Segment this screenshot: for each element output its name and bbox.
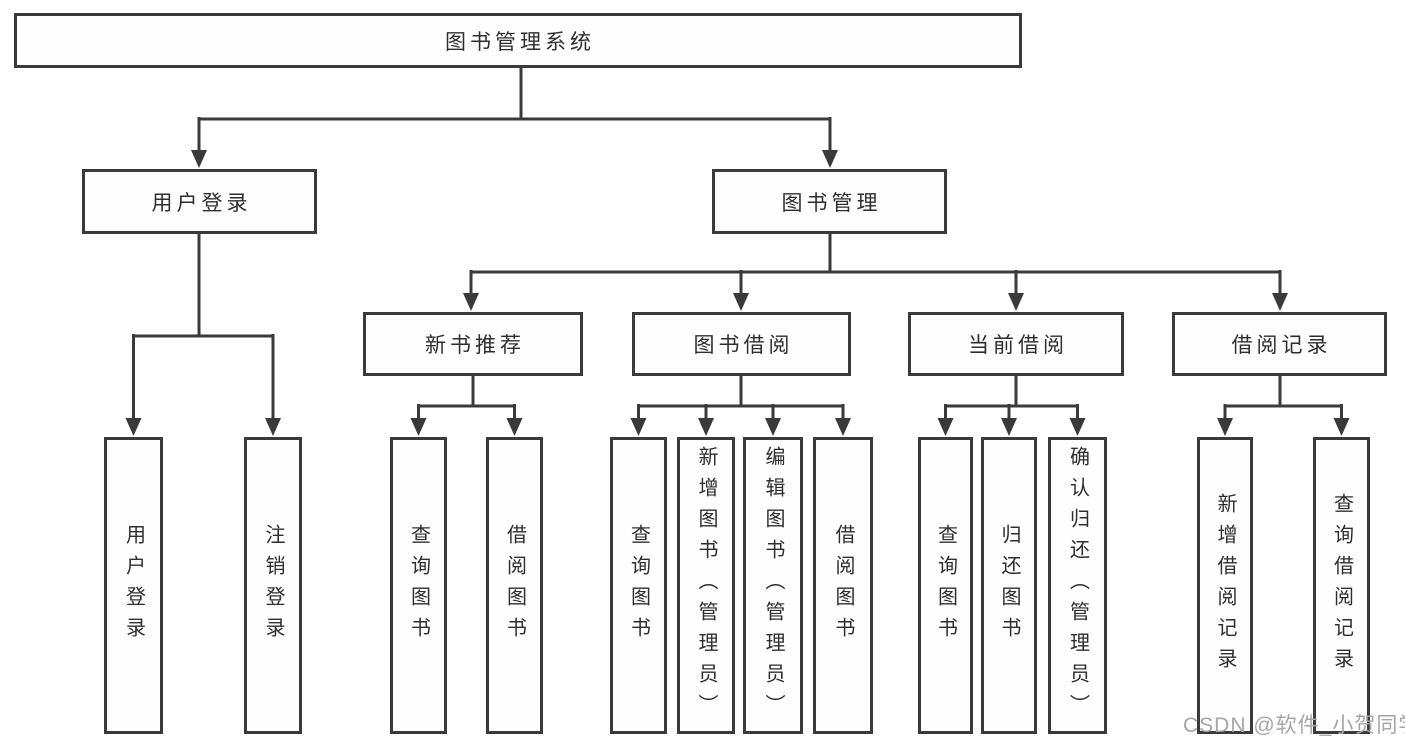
leaf-current-query-books: 查询图书 <box>918 437 973 734</box>
leaf-newrec-borrow-books-label: 借阅图书 <box>503 523 526 648</box>
leaf-user-login: 用户登录 <box>104 437 163 734</box>
node-root: 图书管理系统 <box>14 13 1022 68</box>
leaf-current-confirm-return-admin: 确认归还（管理员） <box>1048 437 1107 734</box>
leaf-records-add-record-label: 新增借阅记录 <box>1214 492 1236 679</box>
leaf-logout: 注销登录 <box>244 437 302 734</box>
node-user-login-label: 用户登录 <box>151 191 252 215</box>
leaf-user-login-label: 用户登录 <box>122 523 145 648</box>
leaf-current-confirm-return-admin-label: 确认归还（管理员） <box>1066 446 1089 725</box>
node-new-book-recommend-label: 新书推荐 <box>425 334 525 357</box>
node-current-borrow-label: 当前借阅 <box>968 334 1068 357</box>
node-borrow-records: 借阅记录 <box>1172 312 1387 376</box>
csdn-watermark: CSDN @软件_小贺同学 <box>1183 714 1405 737</box>
node-book-management: 图书管理 <box>712 169 947 234</box>
leaf-newrec-borrow-books: 借阅图书 <box>486 437 543 734</box>
leaf-borrow-query-books: 查询图书 <box>610 437 667 734</box>
node-borrow-records-label: 借阅记录 <box>1231 334 1332 357</box>
leaf-borrow-borrow-books: 借阅图书 <box>813 437 873 734</box>
leaf-newrec-query-books-label: 查询图书 <box>407 523 430 648</box>
leaf-borrow-borrow-books-label: 借阅图书 <box>832 523 854 648</box>
leaf-current-return-books: 归还图书 <box>981 437 1037 734</box>
leaf-current-return-books-label: 归还图书 <box>998 523 1020 648</box>
leaf-borrow-add-books-admin-label: 新增图书（管理员） <box>695 446 717 725</box>
leaf-borrow-add-books-admin: 新增图书（管理员） <box>677 437 735 734</box>
leaf-records-query-record: 查询借阅记录 <box>1313 437 1370 734</box>
leaf-newrec-query-books: 查询图书 <box>390 437 447 734</box>
node-book-management-label: 图书管理 <box>781 191 882 215</box>
arrowheads <box>125 150 1350 436</box>
node-root-label: 图书管理系统 <box>445 30 595 54</box>
leaf-current-query-books-label: 查询图书 <box>934 523 957 648</box>
leaf-records-add-record: 新增借阅记录 <box>1197 437 1253 734</box>
node-book-borrow-label: 图书借阅 <box>693 334 794 357</box>
node-new-book-recommend: 新书推荐 <box>363 312 583 376</box>
leaf-borrow-edit-books-admin-label: 编辑图书（管理员） <box>762 446 784 725</box>
leaf-borrow-edit-books-admin: 编辑图书（管理员） <box>743 437 803 734</box>
leaf-logout-label: 注销登录 <box>262 523 284 648</box>
node-current-borrow: 当前借阅 <box>908 312 1124 376</box>
node-book-borrow: 图书借阅 <box>632 312 851 376</box>
node-user-login: 用户登录 <box>82 169 317 234</box>
leaf-borrow-query-books-label: 查询图书 <box>627 523 650 648</box>
leaf-records-query-record-label: 查询借阅记录 <box>1330 492 1353 679</box>
